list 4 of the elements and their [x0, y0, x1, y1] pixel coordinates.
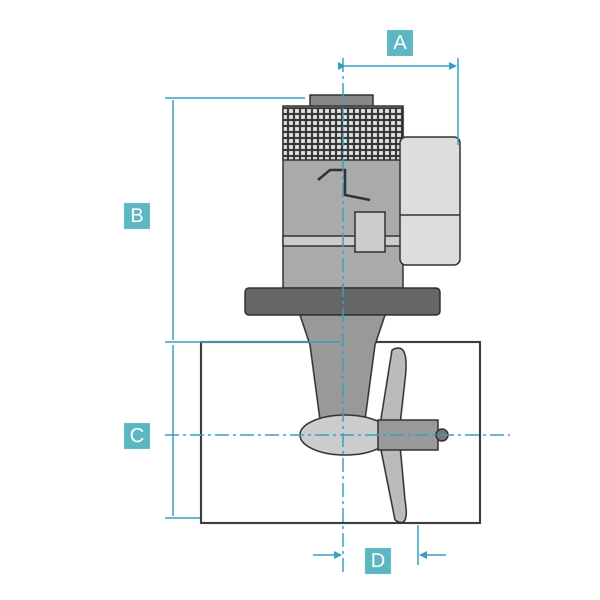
dimension-label: B — [124, 203, 150, 229]
dimension-label: A — [387, 30, 413, 56]
dimension-label: D — [365, 548, 391, 574]
dimension-label: C — [124, 423, 150, 449]
